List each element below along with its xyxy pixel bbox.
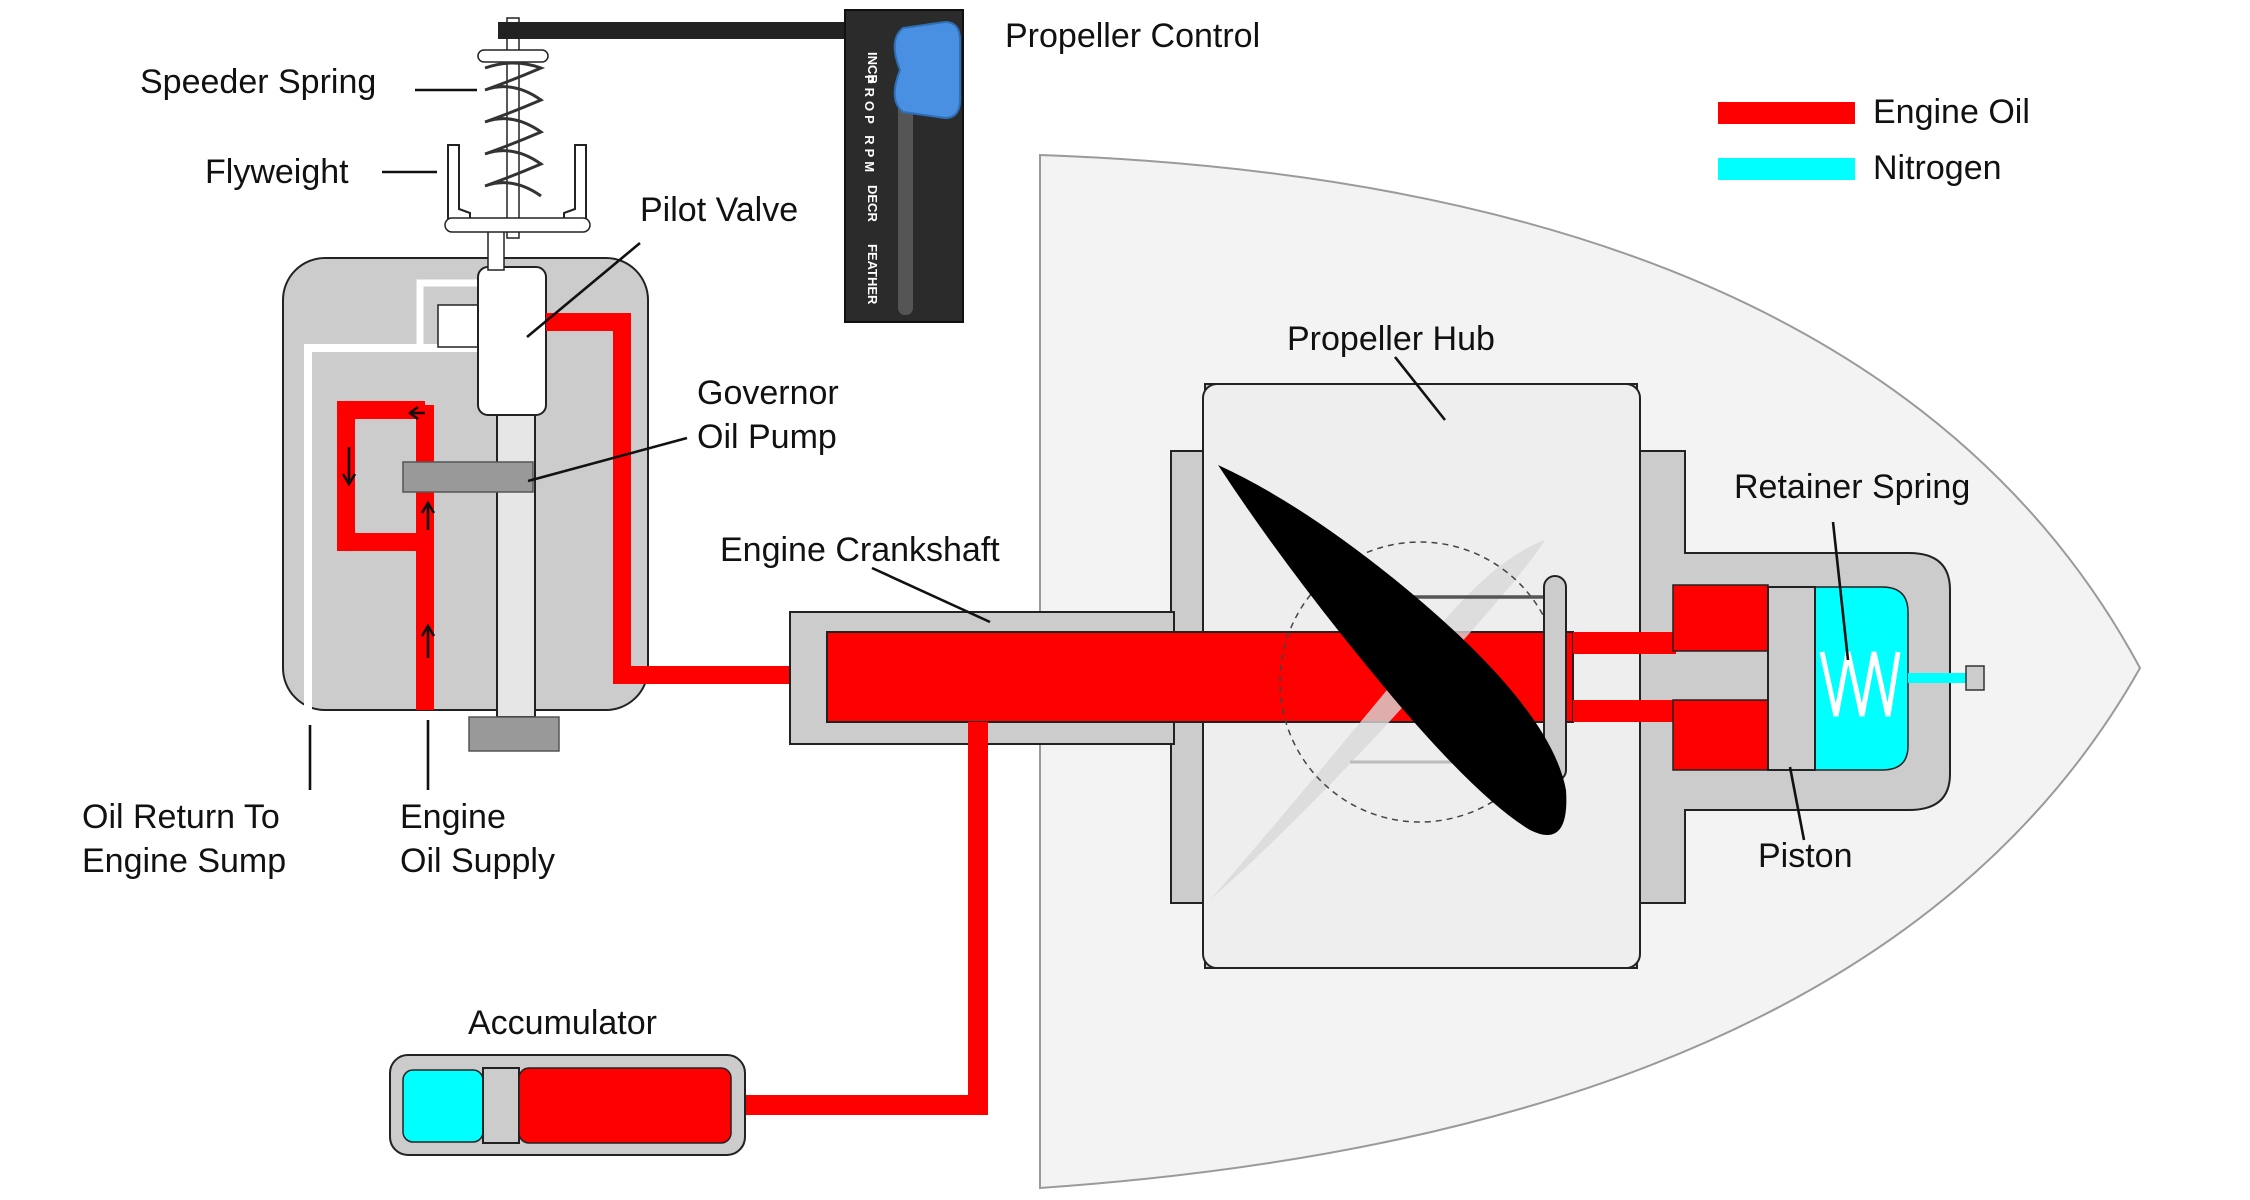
hub-oil-chamber-top bbox=[1573, 632, 1676, 654]
hub-cylinder-lower-oil bbox=[1672, 699, 1769, 771]
label-governor-line1: Governor bbox=[697, 374, 839, 412]
quadrant-main-text: PROP RPM bbox=[862, 75, 877, 176]
quadrant-incr-text: INCR bbox=[865, 52, 880, 84]
hub-cylinder-upper-oil bbox=[1672, 584, 1769, 652]
label-propeller-control: Propeller Control bbox=[1005, 17, 1260, 55]
flow-arrow-icon bbox=[407, 405, 425, 421]
engine-oil-supply-line bbox=[416, 405, 434, 710]
control-rod bbox=[498, 22, 874, 39]
flyweight-right bbox=[563, 144, 587, 230]
label-piston: Piston bbox=[1758, 837, 1853, 875]
label-oil-return-line1: Oil Return To bbox=[82, 798, 280, 836]
governor-pump-circuit bbox=[337, 401, 425, 551]
flow-arrow-icon bbox=[341, 447, 357, 487]
blade-ghost bbox=[1210, 540, 1545, 900]
label-accumulator: Accumulator bbox=[468, 1004, 657, 1042]
legend-label-engine-oil: Engine Oil bbox=[1873, 93, 2030, 131]
speeder-spring bbox=[484, 61, 546, 198]
label-retainer-spring: Retainer Spring bbox=[1734, 468, 1970, 506]
leader-retainer-spring bbox=[1831, 521, 1850, 661]
control-slot bbox=[898, 95, 913, 315]
flyweight-left bbox=[447, 144, 471, 230]
nitrogen-chamber bbox=[1806, 586, 1909, 771]
quadrant-decr-text: DECR bbox=[865, 185, 880, 222]
governor-drive-shaft bbox=[496, 414, 536, 718]
quadrant-feather-text: FEATHER bbox=[865, 244, 880, 305]
label-oil-return-line2: Engine Sump bbox=[82, 842, 286, 880]
legend-swatch-nitrogen bbox=[1718, 158, 1855, 180]
label-engine-oil-line1: Engine bbox=[400, 798, 506, 836]
pilot-valve-stem bbox=[487, 229, 505, 271]
accumulator-piston bbox=[482, 1067, 520, 1144]
nitrogen-valve-line bbox=[1908, 673, 1978, 683]
flow-arrow-icon bbox=[420, 500, 436, 530]
governor-output-line bbox=[546, 313, 790, 684]
accumulator-nitrogen bbox=[402, 1069, 484, 1143]
pilot-valve-bore bbox=[416, 279, 480, 345]
retainer-spring bbox=[1819, 651, 1901, 717]
propeller-blade bbox=[1218, 465, 1567, 835]
legend-label-nitrogen: Nitrogen bbox=[1873, 149, 2002, 187]
flyweight-base bbox=[444, 217, 591, 233]
label-pilot-valve: Pilot Valve bbox=[640, 191, 798, 229]
label-speeder-spring: Speeder Spring bbox=[140, 63, 376, 101]
nitrogen-valve bbox=[1965, 665, 1985, 691]
leader-propeller-hub bbox=[1393, 356, 1447, 421]
hub-oil-chamber-bottom bbox=[1573, 700, 1676, 722]
label-propeller-hub: Propeller Hub bbox=[1287, 320, 1495, 358]
pilot-valve bbox=[477, 266, 547, 416]
leader-piston bbox=[1788, 766, 1806, 841]
spring-cap bbox=[477, 49, 549, 63]
label-flyweight: Flyweight bbox=[205, 153, 349, 191]
drive-gear bbox=[468, 716, 560, 752]
governor-pump-gear bbox=[402, 461, 534, 493]
flow-arrow-icon bbox=[420, 623, 436, 658]
leader-pilot-valve bbox=[526, 242, 641, 338]
accumulator-oil bbox=[518, 1067, 732, 1144]
label-engine-oil-line2: Oil Supply bbox=[400, 842, 555, 880]
legend-swatch-engine-oil bbox=[1718, 102, 1855, 124]
hub-piston bbox=[1767, 586, 1816, 771]
leader-governor-oil-pump bbox=[527, 436, 688, 483]
leader-engine-crankshaft bbox=[871, 566, 991, 624]
label-engine-crankshaft: Engine Crankshaft bbox=[720, 531, 1000, 569]
propeller-control-knob[interactable] bbox=[893, 20, 961, 120]
label-governor-line2: Oil Pump bbox=[697, 418, 837, 456]
